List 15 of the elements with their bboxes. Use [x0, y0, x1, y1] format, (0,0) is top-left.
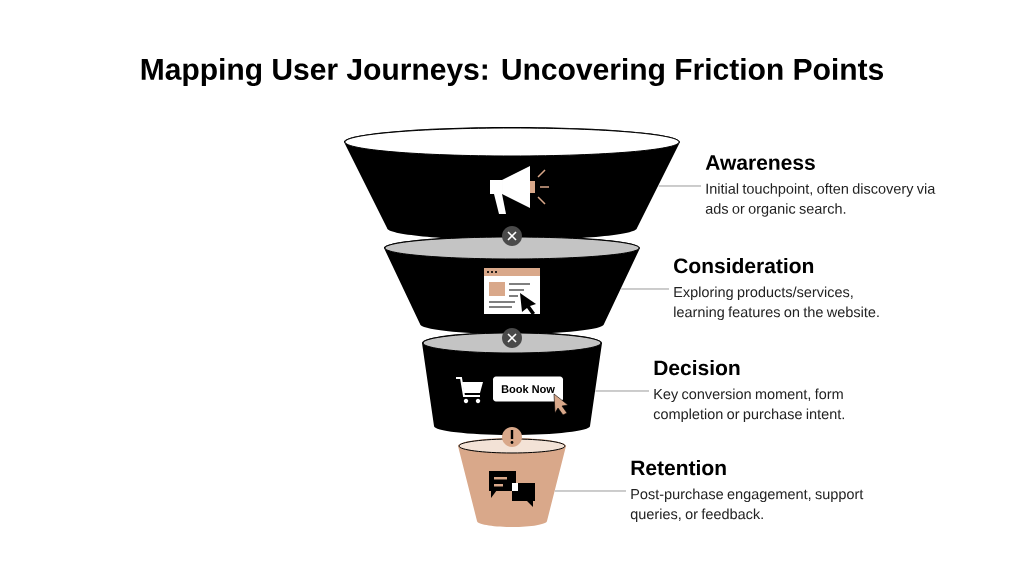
leader-line [554, 490, 627, 492]
stage-description: Post-purchase engagement, support queries, or feedback. [630, 488, 864, 523]
funnel-segment [344, 127, 680, 240]
stage-description: Exploring products/services, learning features on the website. [674, 286, 879, 321]
stage-description: Key conversion moment, form completion or purchase intent. [653, 388, 844, 423]
stage-heading: Consideration [674, 257, 814, 274]
leader-line [620, 288, 670, 290]
book-button: Book Now [493, 376, 563, 402]
stage-heading: Decision [654, 359, 740, 376]
title: Mapping User Journeys: Uncovering Friction Points [141, 57, 884, 87]
leader-line [658, 185, 702, 187]
leader-line [595, 390, 650, 392]
stage-description: Initial touchpoint, often discovery via ads or organic search. [705, 183, 936, 217]
stage-heading: Awareness [705, 155, 815, 170]
stage-heading: Retention [631, 459, 726, 476]
